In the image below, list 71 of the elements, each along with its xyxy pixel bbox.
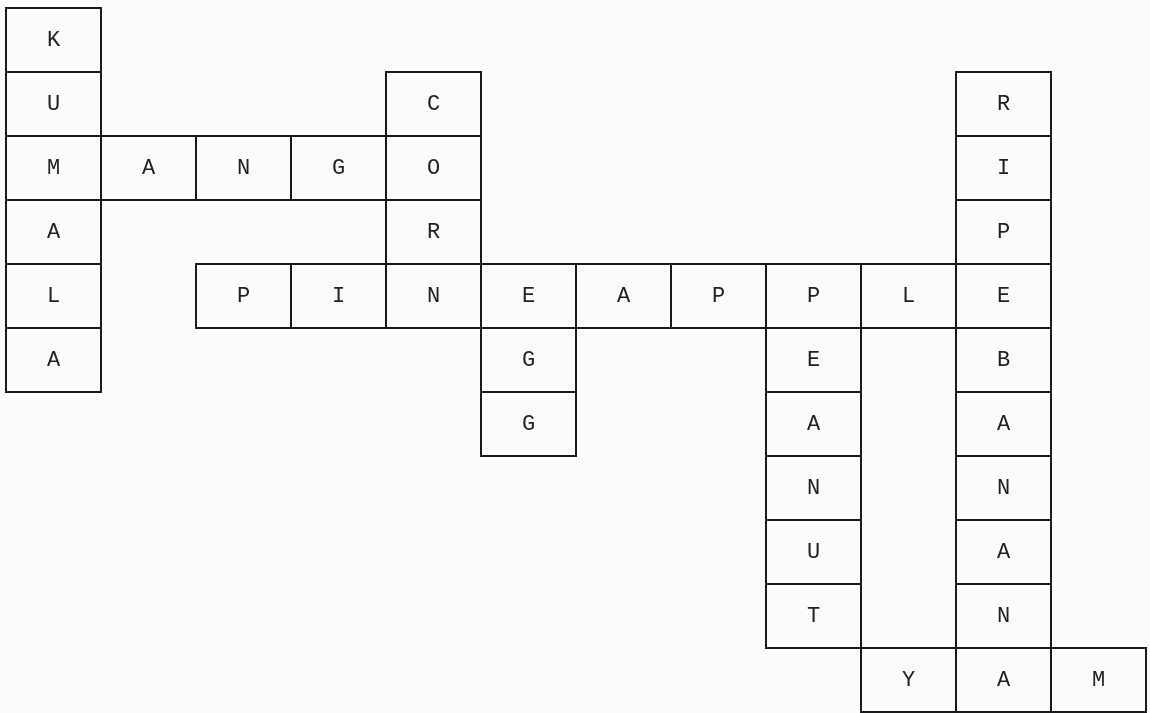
grid-cell: [290, 263, 387, 329]
grid-cell: [955, 391, 1052, 457]
grid-cell: [5, 71, 102, 137]
letter: A: [616, 283, 631, 309]
grid-cell: [385, 199, 482, 265]
letter: N: [236, 155, 251, 181]
letter: I: [996, 155, 1011, 181]
grid-cell: [670, 263, 767, 329]
letter: L: [901, 283, 916, 309]
letter: N: [806, 475, 821, 501]
letter: C: [426, 91, 441, 117]
letter: T: [806, 603, 821, 629]
letter: B: [996, 347, 1011, 373]
letter: E: [996, 283, 1011, 309]
grid-cell: [195, 263, 292, 329]
grid-cell: [290, 135, 387, 201]
grid-cell: [480, 391, 577, 457]
letter: P: [711, 283, 726, 309]
letter: L: [46, 283, 61, 309]
grid-cell: [100, 135, 197, 201]
grid-cell: [955, 71, 1052, 137]
letter: U: [46, 91, 61, 117]
grid-cell: [765, 519, 862, 585]
grid-cell: [765, 583, 862, 649]
grid-cell: [575, 263, 672, 329]
letter: G: [521, 347, 536, 373]
letter: A: [141, 155, 156, 181]
grid-cell: [5, 263, 102, 329]
letter: N: [426, 283, 441, 309]
letter: G: [521, 411, 536, 437]
letter: U: [806, 539, 821, 565]
letter: A: [806, 411, 821, 437]
letter: M: [1091, 667, 1106, 693]
grid-cell: [765, 327, 862, 393]
letter: Y: [901, 667, 916, 693]
grid-cell: [5, 327, 102, 393]
grid-cell: [955, 135, 1052, 201]
grid-cell: [765, 455, 862, 521]
grid-cell: [1050, 647, 1147, 713]
grid-cell: [860, 647, 957, 713]
grid-cell: [955, 199, 1052, 265]
grid-cell: [385, 71, 482, 137]
grid-cell: [5, 7, 102, 73]
grid-cell: [5, 199, 102, 265]
letter: R: [426, 219, 441, 245]
letter: E: [521, 283, 536, 309]
letter: N: [996, 603, 1011, 629]
grid-cell: [955, 455, 1052, 521]
letter: P: [996, 219, 1011, 245]
letter: G: [331, 155, 346, 181]
letter: O: [426, 155, 441, 181]
letter: A: [46, 347, 61, 373]
letter: P: [806, 283, 821, 309]
grid-cell: [955, 327, 1052, 393]
grid-cell: [955, 519, 1052, 585]
letter: K: [46, 27, 61, 53]
letter: A: [996, 411, 1011, 437]
letter: E: [806, 347, 821, 373]
grid-cell: [480, 327, 577, 393]
letter: P: [236, 283, 251, 309]
letter: A: [996, 539, 1011, 565]
grid-cell: [955, 583, 1052, 649]
grid-cell: [860, 263, 957, 329]
letter: I: [331, 283, 346, 309]
letter: R: [996, 91, 1011, 117]
letter: M: [46, 155, 61, 181]
grid-cell: [195, 135, 292, 201]
letter: A: [996, 667, 1011, 693]
grid-cell: [765, 391, 862, 457]
letter: N: [996, 475, 1011, 501]
letter: A: [46, 219, 61, 245]
